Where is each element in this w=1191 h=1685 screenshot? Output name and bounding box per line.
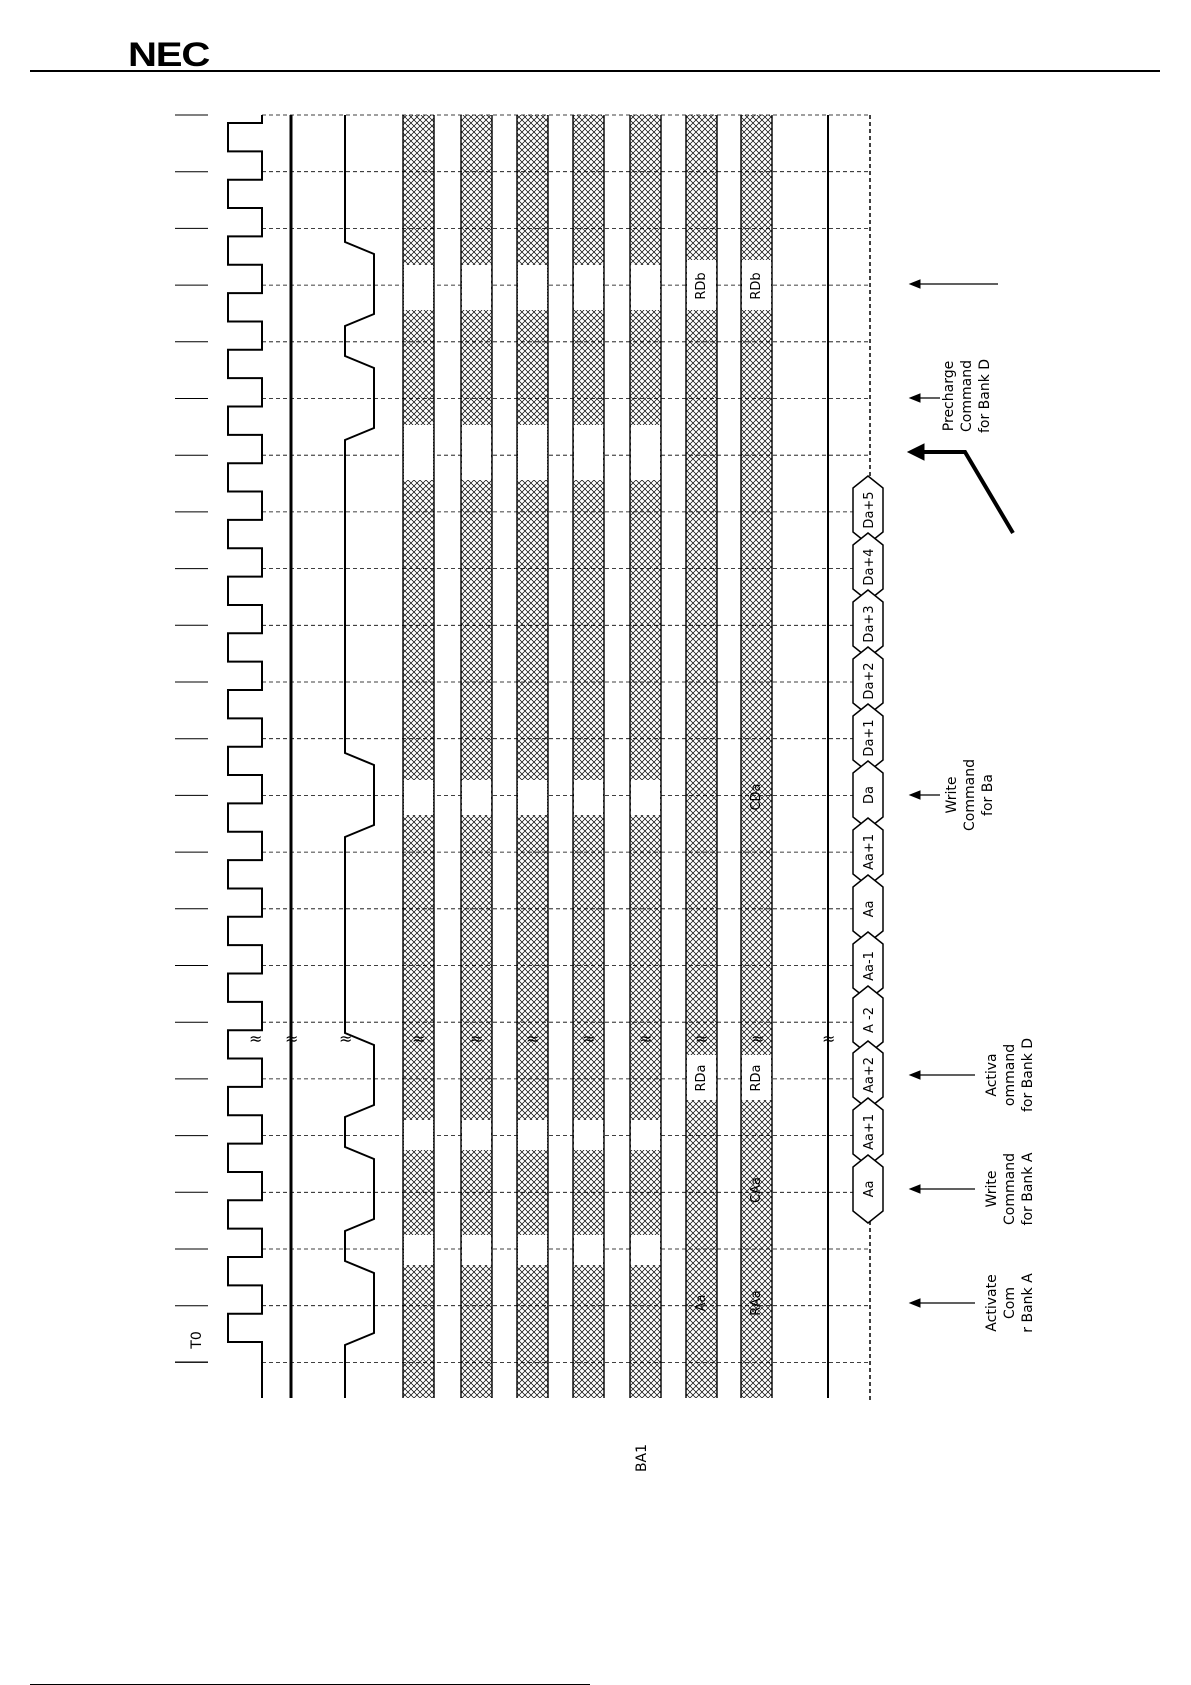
bus-valid-window	[518, 1120, 547, 1150]
annotation-line: Write	[984, 1171, 1000, 1208]
break-mark: ≈	[249, 1029, 262, 1048]
annotation-line: Activa	[984, 1053, 1000, 1096]
bus-valid-window	[631, 1120, 660, 1150]
dq-label: Aa-1	[862, 951, 877, 981]
break-mark: ≈	[822, 1029, 835, 1048]
break-mark: ≈	[285, 1029, 298, 1048]
annotation-write-b: Write Command for Ba	[944, 759, 996, 831]
annotation-activate-d: Activa ommand for Bank D	[984, 1038, 1036, 1112]
bus-valid-window	[574, 1235, 603, 1265]
annotation-line: Com	[1002, 1287, 1018, 1319]
bus-label-aa-1: Aa	[694, 1295, 709, 1312]
clock-label: T0	[189, 1331, 205, 1349]
annotation-line: Command	[962, 759, 978, 831]
bus-valid-window	[574, 1120, 603, 1150]
break-mark: ≈	[695, 1029, 708, 1048]
annotation-arrows	[908, 280, 1013, 1307]
grid-lines	[262, 115, 870, 1400]
bus-label-caa: CAa	[749, 1177, 764, 1203]
break-mark: ≈	[412, 1029, 425, 1048]
bus-valid-window	[462, 265, 491, 310]
annotation-line: for Bank D	[1020, 1038, 1036, 1112]
bus-valid-window	[404, 780, 433, 815]
dq-label: Aa+1	[862, 1114, 877, 1150]
annotation-line: Activate	[984, 1274, 1000, 1331]
bus-valid-window	[631, 425, 660, 480]
bus-valid-window	[574, 425, 603, 480]
address-buses	[403, 115, 772, 1398]
dq-label: Da+5	[862, 491, 877, 528]
bus-valid-window	[574, 265, 603, 310]
annotation-line: Write	[944, 777, 960, 814]
annotation-line: ommand	[1002, 1044, 1018, 1106]
bus-valid-window	[462, 780, 491, 815]
break-mark: ≈	[751, 1029, 764, 1048]
bus-valid-window	[404, 265, 433, 310]
break-mark: ≈	[582, 1029, 595, 1048]
cs-waveform	[345, 115, 374, 1398]
bus-valid-window	[518, 425, 547, 480]
bus-valid-window	[462, 1235, 491, 1265]
bus-valid-window	[574, 780, 603, 815]
annotation-line: Precharge	[941, 361, 957, 431]
annotation-precharge: Precharge Command for Bank D	[941, 359, 993, 433]
break-mark: ≈	[526, 1029, 539, 1048]
dq-label: Da+2	[862, 662, 877, 699]
break-mark: ≈	[339, 1029, 352, 1048]
bus-valid-window	[518, 1235, 547, 1265]
bus-label-rda-1: RDa	[694, 1064, 709, 1091]
annotation-line: Command	[959, 360, 975, 432]
dq-label: Da+1	[862, 719, 877, 756]
break-mark: ≈	[470, 1029, 483, 1048]
bus-valid-window	[404, 425, 433, 480]
bus-valid-window	[404, 1235, 433, 1265]
annotation-line: Command	[1002, 1153, 1018, 1225]
annotation-line: for Ba	[980, 774, 996, 816]
dq-label: Aa	[862, 1181, 877, 1198]
bus-valid-window	[518, 265, 547, 310]
bus-valid-window	[462, 425, 491, 480]
bus-label-rdb-1: RDb	[694, 272, 709, 299]
bus-valid-window	[631, 1235, 660, 1265]
bus-valid-window	[631, 265, 660, 310]
bus-label-aa-2: RAa	[749, 1290, 764, 1315]
dq-label: Da+3	[862, 605, 877, 642]
annotation-line: r Bank A	[1020, 1273, 1036, 1333]
bus-valid-window	[518, 780, 547, 815]
dq-label: Aa+2	[862, 1057, 877, 1093]
bus-label-cda: CDa	[749, 783, 764, 810]
bus-label-rdb-2: RDb	[749, 272, 764, 299]
bus-label-rda-2: RDa	[749, 1064, 764, 1091]
annotation-activate-a: Activate Com r Bank A	[984, 1273, 1036, 1333]
bus-valid-window	[404, 1120, 433, 1150]
dq-label: Aa+1	[862, 834, 877, 870]
dq-label: A -2	[862, 1007, 877, 1033]
break-mark: ≈	[639, 1029, 652, 1048]
annotation-write-a: Write Command for Bank A	[984, 1152, 1036, 1225]
annotation-line: for Bank A	[1020, 1152, 1036, 1225]
dq-label: Da+4	[862, 548, 877, 585]
clk-waveform	[228, 115, 262, 1398]
bus-valid-window	[462, 1120, 491, 1150]
dq-label: Da	[862, 786, 877, 804]
signal-label-ba1: BA1	[634, 1444, 650, 1472]
dq-label: Aa	[862, 901, 877, 918]
annotation-line: for Bank D	[977, 359, 993, 433]
bus-valid-window	[631, 780, 660, 815]
